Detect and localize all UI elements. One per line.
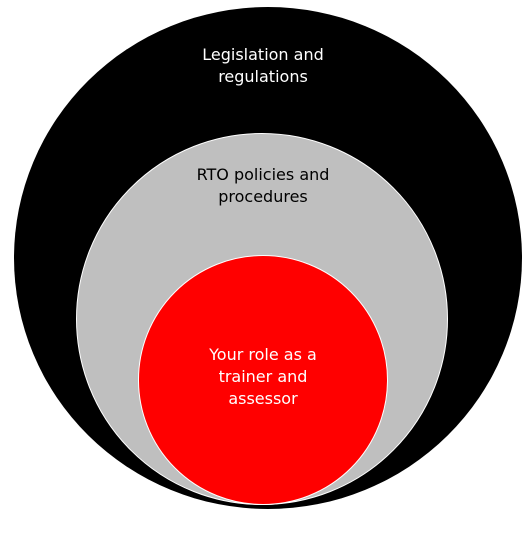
middle-circle-label: RTO policies and procedures — [196, 165, 330, 206]
outer-circle-label: Legislation and regulations — [202, 45, 324, 86]
inner-circle-your-role — [138, 255, 388, 505]
inner-circle-label: Your role as a trainer and assessor — [209, 345, 317, 408]
